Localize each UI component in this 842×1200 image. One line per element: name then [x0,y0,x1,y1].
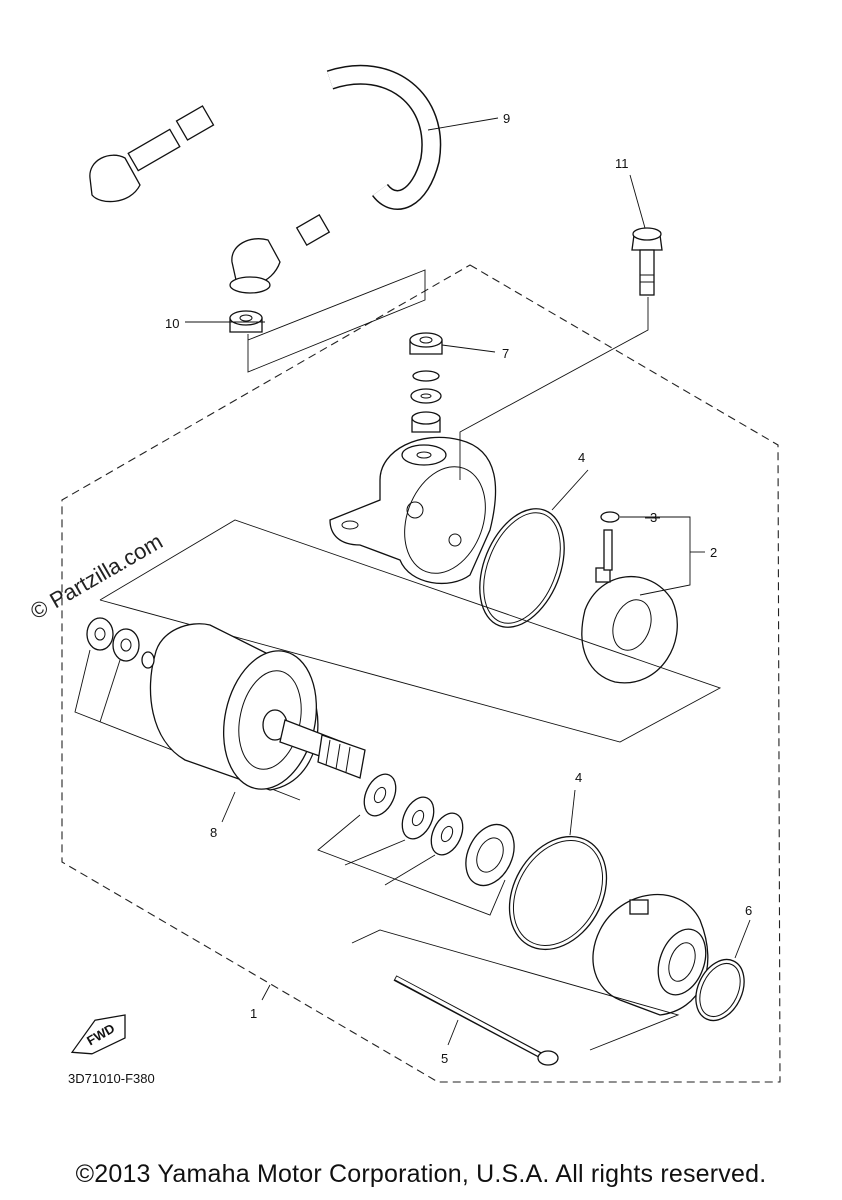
washer [410,388,442,404]
copyright-notice: ©2013 Yamaha Motor Corporation, U.S.A. A… [75,1160,767,1188]
washer-8a [363,773,397,817]
callout-1: 1 [250,1006,257,1021]
nut-part-7 [409,332,443,355]
callout-2: 2 [710,545,717,560]
washer-8b [401,796,435,840]
yoke-armature-part-8 [141,623,366,791]
bolt-part-11 [631,227,663,296]
rear-cover-housing [329,436,497,585]
callout-8: 8 [210,825,217,840]
callout-9: 9 [503,111,510,126]
callout-4-lower: 4 [575,770,582,785]
long-bolt-part-5 [393,975,559,1066]
front-cover [592,893,709,1016]
washer-8c [430,812,464,856]
nut-part-10 [229,310,263,333]
callout-6: 6 [745,903,752,918]
o-ring-upper [479,508,565,628]
screw-part-3 [600,511,620,523]
bracket-10-7 [247,269,426,373]
callout-11: 11 [615,156,629,171]
callout-10: 10 [165,316,179,331]
callout-5: 5 [441,1051,448,1066]
callout-7: 7 [502,346,509,361]
brush-holder-part-2 [581,529,678,684]
kit-box-upper [99,519,722,743]
bearing-8 [465,823,515,887]
lead-cable-assembly [89,64,442,294]
bolt-5-bracket [351,929,680,1051]
callout-4-upper: 4 [578,450,585,465]
o-ring-lower [508,835,608,951]
washer-left-2 [112,628,140,662]
bolt-11-line [459,297,649,480]
partzilla-watermark: © Partzilla.com [26,529,167,625]
washer-left-1 [86,617,114,651]
washer [412,370,440,382]
fwd-arrow-icon: FWD [70,1014,126,1055]
bracket-2-3 [620,516,691,596]
callout-3: 3 [650,510,657,525]
assembly-boundary-dashed [61,264,781,1083]
diagram-code: 3D71010-F380 [68,1071,155,1086]
